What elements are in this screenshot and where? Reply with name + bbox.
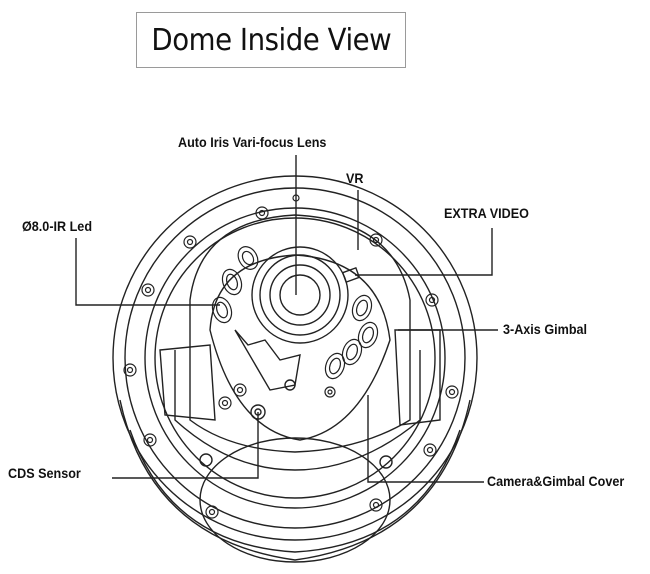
gimbal-screw: [284, 379, 296, 391]
lens-outer: [251, 246, 349, 344]
callout-ir-led: Ø8.0-IR Led: [22, 218, 93, 234]
leader-cds: [112, 412, 259, 479]
lens-inner: [269, 264, 331, 326]
callout-cover: Camera&Gimbal Cover: [487, 473, 625, 489]
outer-ring: [112, 175, 478, 541]
bottom-screw-right: [379, 455, 393, 469]
leader-ir-led: [75, 238, 220, 306]
bottom-screw-left: [199, 453, 213, 467]
base-rim: [129, 429, 461, 553]
gimbal-cover-edge: [174, 350, 421, 471]
lens-glass: [279, 274, 321, 316]
ring-inner-edge: [144, 207, 446, 509]
callout-cds: CDS Sensor: [8, 465, 81, 481]
outer-ring-inner: [124, 187, 466, 529]
base-cylinder: [199, 437, 391, 563]
extra-video-connector: [341, 267, 361, 283]
ring-inner-edge-2: [154, 217, 436, 499]
ring-holes: [123, 194, 459, 519]
callout-vr: VR: [346, 170, 364, 186]
callout-lens: Auto Iris Vari-focus Lens: [178, 134, 327, 150]
leader-extra-video: [355, 228, 493, 276]
leader-cover: [367, 395, 484, 483]
ir-leds: [211, 246, 379, 380]
callout-extra-video: EXTRA VIDEO: [444, 205, 529, 221]
gimbal-cover: [189, 214, 411, 453]
title-box: Dome Inside View: [136, 12, 406, 68]
gimbal-plate-left: [159, 344, 216, 421]
gimbal-arm: [234, 329, 301, 391]
cover-screws: [218, 383, 336, 410]
diagram-title: Dome Inside View: [151, 22, 391, 58]
lens-mid: [259, 254, 341, 336]
base-flange: [119, 399, 471, 561]
callout-gimbal: 3-Axis Gimbal: [503, 321, 588, 337]
